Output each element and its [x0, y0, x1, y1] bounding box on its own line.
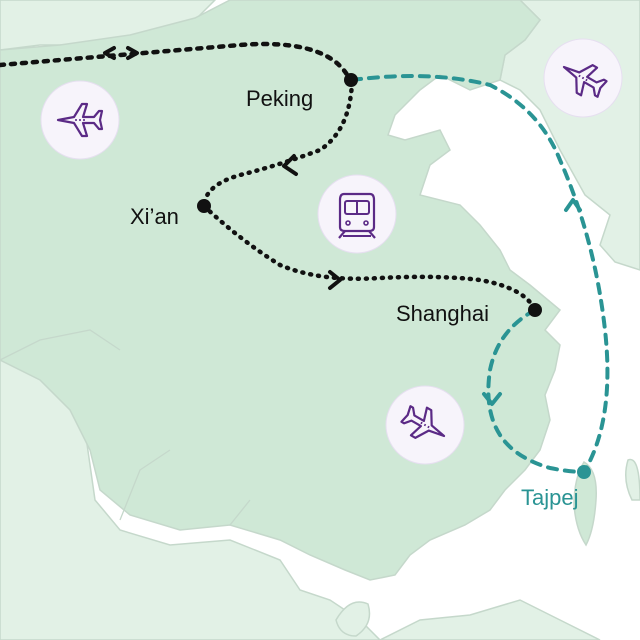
city-label-tajpej: Tajpej	[521, 485, 578, 510]
land-east-edge	[625, 458, 640, 501]
city-labels: Peking Xi’an Shanghai Tajpej	[130, 86, 578, 510]
route-shanghai-tajpej	[486, 308, 586, 474]
route-peking-tajpej	[350, 74, 610, 474]
city-marker-xian[interactable]	[197, 199, 211, 213]
island-taiwan	[573, 460, 597, 547]
route-xian-shanghai	[201, 203, 538, 313]
route-west-to-peking	[0, 41, 353, 83]
arrow-west-left	[103, 46, 116, 60]
city-markers	[197, 73, 591, 479]
city-marker-peking[interactable]	[344, 73, 358, 87]
route-arrows	[103, 46, 582, 406]
city-marker-tajpej[interactable]	[577, 465, 591, 479]
city-label-peking: Peking	[246, 86, 313, 111]
arrow-peking-xian	[282, 154, 298, 176]
badge-plane-south[interactable]	[385, 385, 465, 465]
arrow-xian-shanghai	[328, 270, 342, 290]
transport-badges	[40, 38, 623, 465]
land-southeast	[379, 599, 601, 640]
badge-train-center[interactable]	[317, 174, 397, 254]
island-small	[335, 601, 371, 637]
city-label-shanghai: Shanghai	[396, 301, 489, 326]
arrow-west-right	[126, 46, 139, 60]
badge-plane-northeast[interactable]	[543, 38, 623, 118]
arrow-teal-south	[482, 392, 502, 406]
arrow-teal-north	[564, 198, 582, 212]
city-marker-shanghai[interactable]	[528, 303, 542, 317]
city-label-xian: Xi’an	[130, 204, 179, 229]
badge-plane-west[interactable]	[40, 80, 120, 160]
internal-borders	[0, 329, 251, 526]
